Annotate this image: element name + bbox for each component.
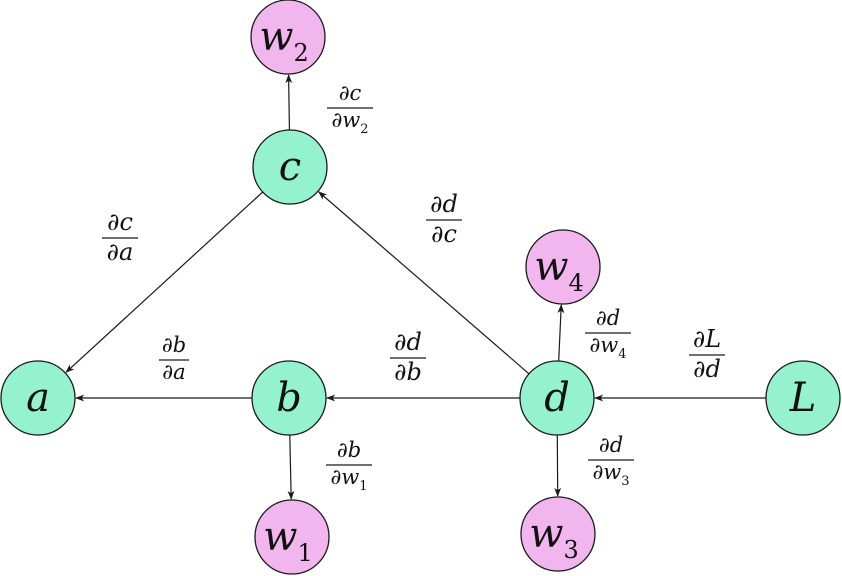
fraction-numerator: ∂d [596, 306, 620, 330]
derivative-label-d-w4: ∂d ∂w4 [585, 306, 631, 362]
fraction-denominator: ∂b [394, 358, 422, 386]
node-L: L [765, 360, 841, 436]
fraction-denominator: ∂a [107, 238, 134, 266]
node-circle [252, 129, 328, 205]
fraction-numerator: ∂b [337, 438, 361, 462]
node-circle [0, 360, 76, 436]
node-circle [520, 496, 596, 572]
edge-c-w2 [285, 74, 293, 131]
node-w1: w1 [254, 499, 330, 575]
fraction-denominator: ∂w3 [592, 460, 629, 489]
node-label: w4 [534, 244, 584, 297]
node-circle [254, 499, 330, 575]
node-circle [765, 360, 841, 436]
fraction-numerator: ∂d [599, 433, 623, 457]
node-label: w2 [259, 14, 309, 67]
derivative-label-c-a: ∂c∂a [102, 208, 138, 266]
edge-d-c [318, 191, 530, 375]
node-b: b [251, 360, 327, 436]
node-label: L [789, 375, 817, 421]
node-label: b [276, 375, 302, 421]
fraction-denominator: ∂w2 [331, 108, 368, 137]
node-label: d [544, 375, 570, 421]
derivative-label-b-a: ∂b ∂a [159, 333, 189, 384]
derivative-label-d-b: ∂d∂b [390, 328, 426, 386]
edges-layer [65, 74, 766, 500]
node-w2: w2 [250, 0, 326, 75]
derivative-label-d-c: ∂d∂c [426, 190, 462, 248]
derivative-label-d-w3: ∂d ∂w3 [588, 433, 634, 489]
derivative-label-b-w1: ∂b ∂w1 [326, 438, 372, 494]
fraction-numerator: ∂L [693, 325, 721, 353]
fraction-denominator: ∂c [431, 220, 457, 248]
fraction-numerator: ∂b [162, 333, 186, 357]
node-c: c [252, 129, 328, 205]
node-w3: w3 [520, 496, 596, 572]
fraction-denominator: ∂d [693, 355, 721, 383]
node-label: c [279, 144, 301, 190]
node-d: d [519, 360, 595, 436]
edge-b-w1 [287, 434, 295, 500]
fraction-numerator: ∂c [107, 208, 133, 236]
derivative-label-c-w2: ∂c ∂w2 [327, 81, 373, 137]
node-label: a [26, 375, 50, 421]
node-a: a [0, 360, 76, 436]
fraction-numerator: ∂c [339, 81, 362, 105]
fraction-numerator: ∂d [394, 328, 422, 356]
fraction-denominator: ∂w4 [589, 333, 626, 362]
node-circle [250, 0, 326, 75]
node-circle [251, 360, 327, 436]
node-label: w1 [263, 514, 313, 567]
node-label: w3 [529, 511, 579, 564]
fraction-denominator: ∂a [162, 360, 185, 384]
node-w4: w4 [525, 229, 601, 305]
fraction-denominator: ∂w1 [330, 465, 367, 494]
derivative-label-L-d: ∂L∂d [689, 325, 725, 383]
fraction-numerator: ∂d [430, 190, 458, 218]
edge-c-a [65, 191, 264, 373]
node-circle [519, 360, 595, 436]
node-circle [525, 229, 601, 305]
edge-d-w4 [557, 304, 565, 362]
labels-layer: ∂c∂a∂b∂a∂c∂w2∂b∂w1∂d∂c∂d∂b∂d∂w4∂d∂w3∂L∂d [102, 81, 725, 494]
